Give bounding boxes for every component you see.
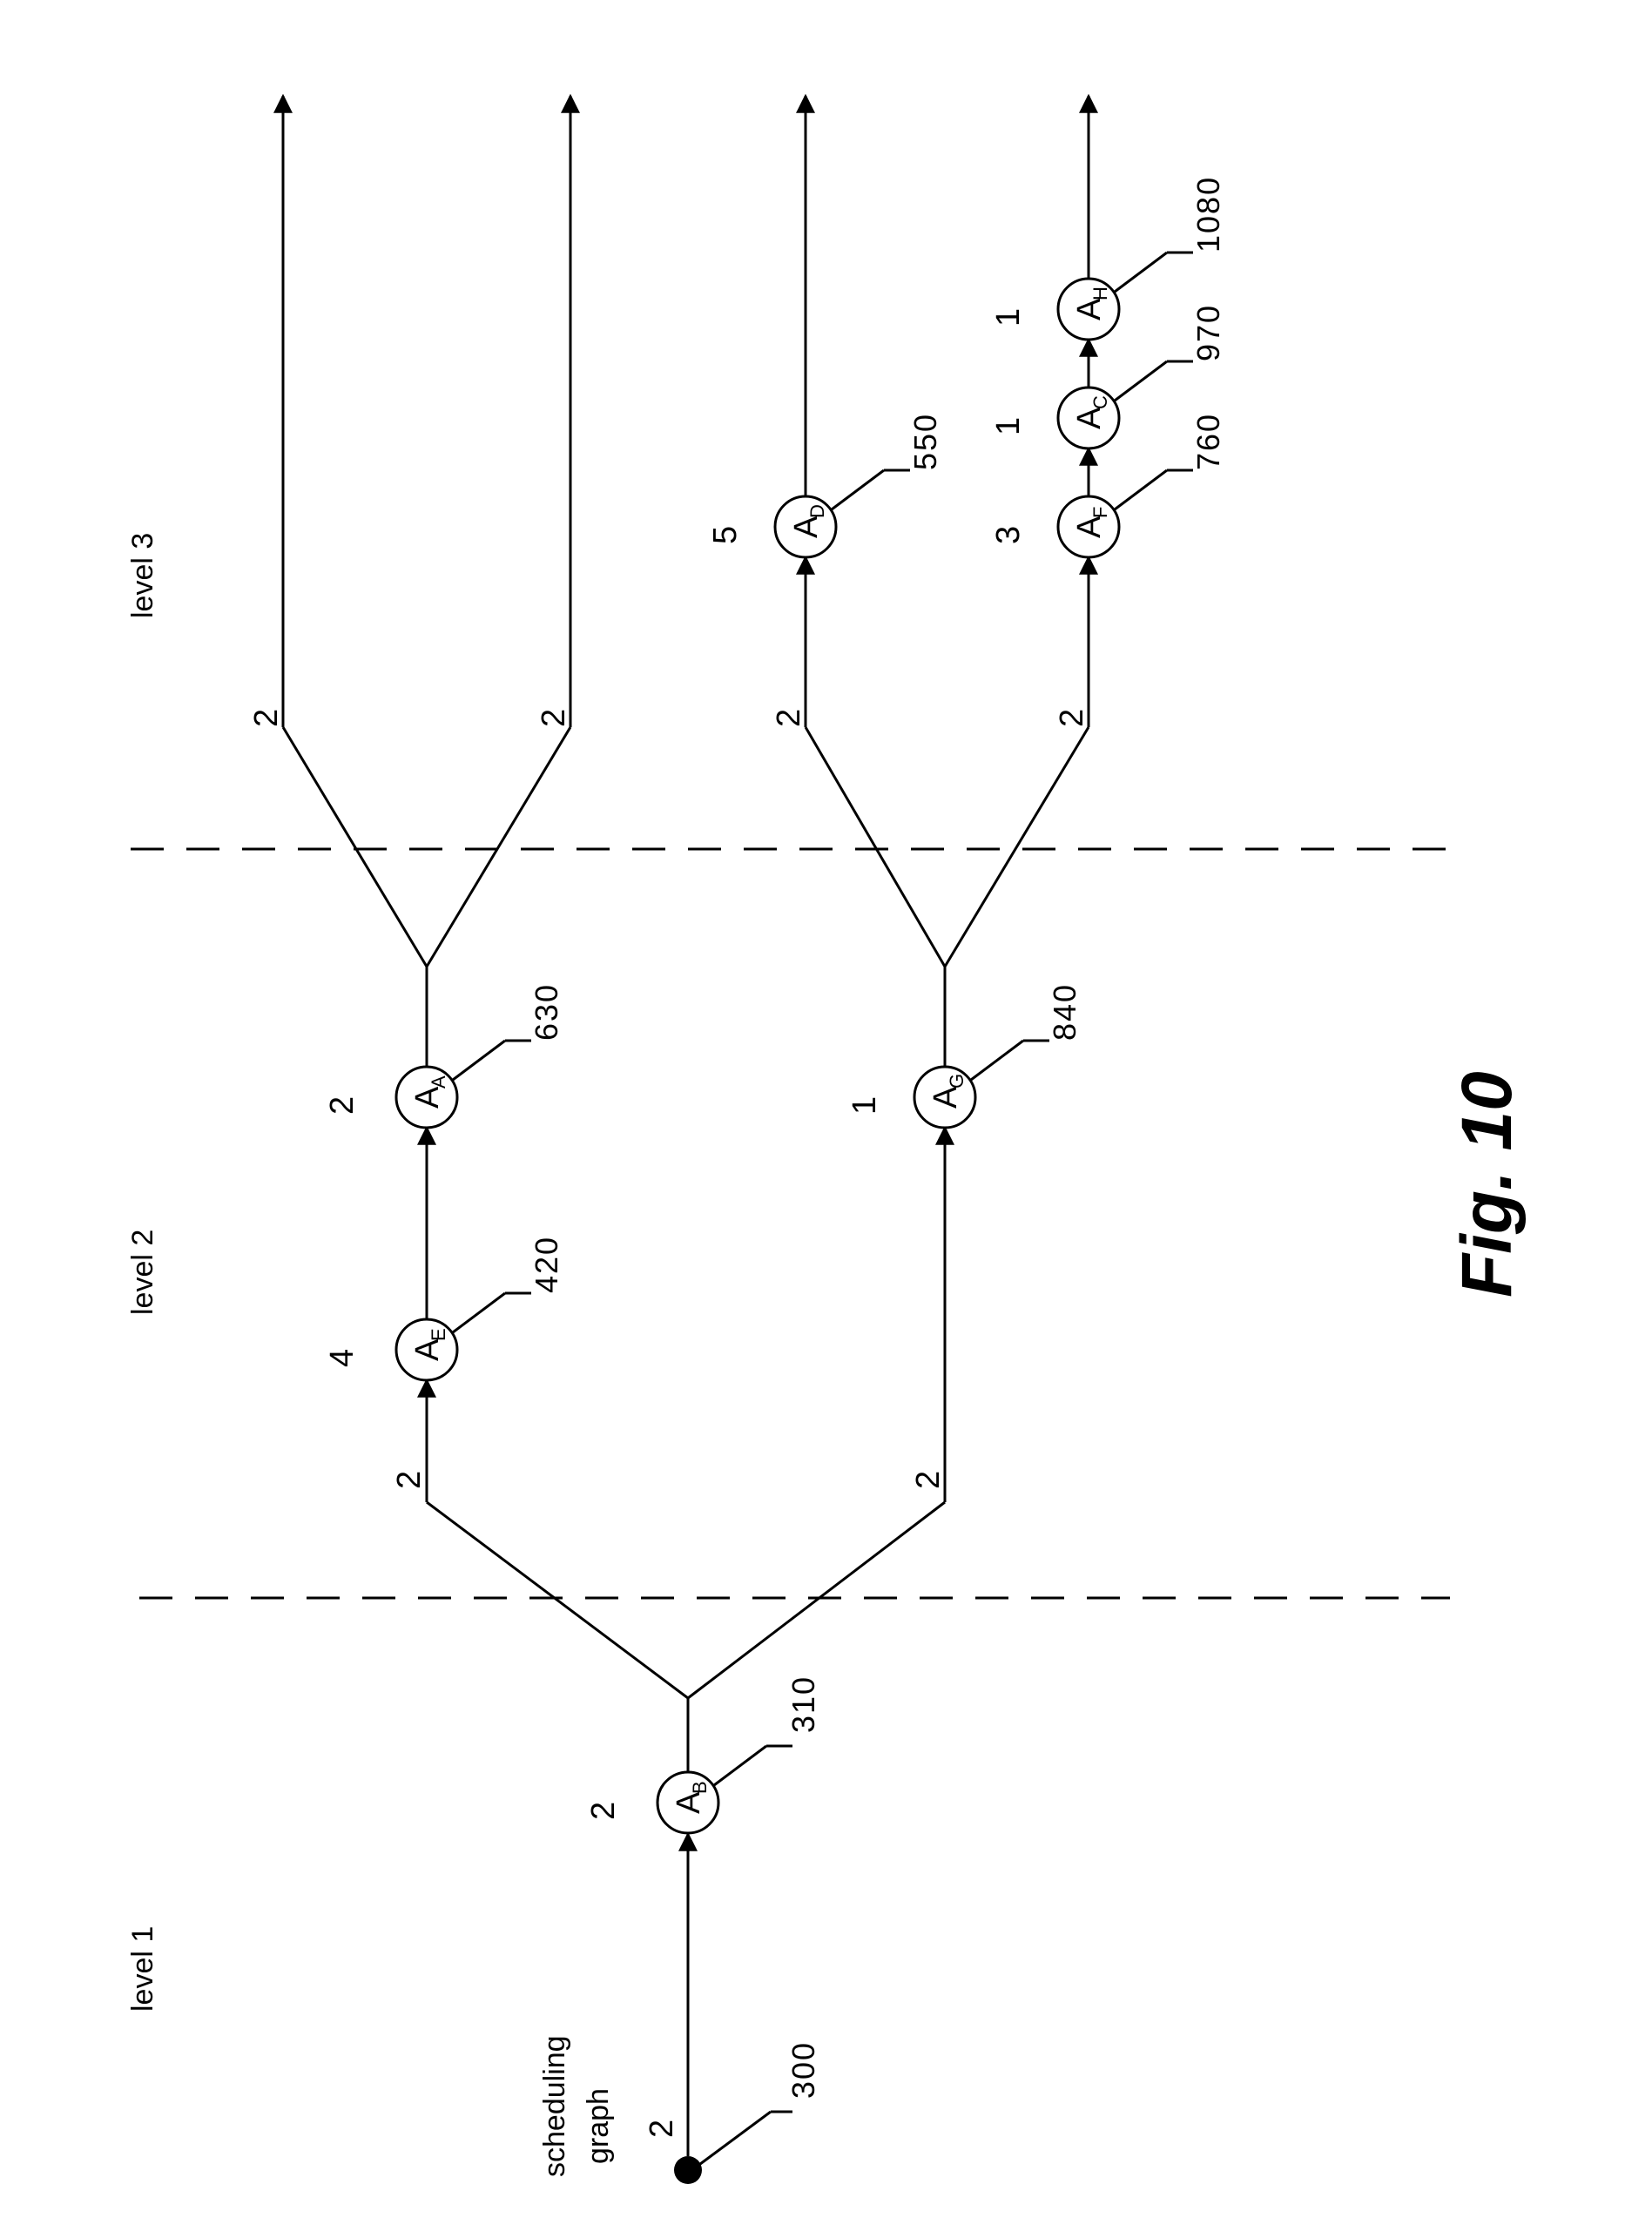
node-af: A F: [1058, 496, 1119, 557]
node-af-ref-number: 760: [1190, 413, 1226, 470]
node-ah: A H: [1058, 279, 1119, 340]
scheduling-graph-label-line1: scheduling: [538, 2035, 571, 2177]
edge-split3-lower-weight: 2: [1054, 709, 1090, 727]
edge-split2-lower: [427, 727, 570, 967]
node-ag-weight: 1: [846, 1096, 883, 1115]
node-ag-ref-leader: [971, 1041, 1023, 1080]
edge-split1-lower: [688, 1502, 945, 1698]
edge-split3-upper-weight: 2: [771, 709, 807, 727]
node-ad: A D: [775, 496, 836, 557]
node-ab-sub: B: [689, 1781, 711, 1794]
figure-label: Fig. 10: [1447, 1071, 1527, 1298]
node-aa-ref-number: 630: [529, 983, 564, 1041]
node-aa-sub: A: [428, 1075, 449, 1089]
node-ab: A B: [657, 1772, 718, 1833]
level-3-label: level 3: [126, 533, 159, 618]
node-ag-ref-number: 840: [1047, 983, 1082, 1041]
node-ad-weight: 5: [707, 526, 744, 544]
node-ah-weight: 1: [990, 308, 1027, 327]
node-ae-sub: E: [428, 1328, 449, 1341]
node-ac-weight: 1: [990, 417, 1027, 435]
node-af-weight: 3: [990, 526, 1027, 544]
edge-split3-lower: [945, 727, 1089, 967]
node-ag: A G: [914, 1067, 975, 1128]
node-ac-sub: C: [1089, 395, 1111, 409]
level-1-label: level 1: [126, 1926, 159, 2012]
graph-start-point: [674, 2156, 702, 2184]
node-ab-ref-leader: [714, 1746, 766, 1785]
node-ac-ref-number: 970: [1190, 304, 1226, 361]
node-ad-sub: D: [806, 504, 828, 518]
node-ab-weight: 2: [585, 1802, 622, 1820]
node-ae-ref-number: 420: [529, 1236, 564, 1293]
edge-split1-upper-weight: 2: [391, 1471, 428, 1489]
node-ae-ref-leader: [453, 1293, 505, 1332]
edge-split2-upper-weight: 2: [248, 709, 285, 727]
node-aa-ref-leader: [453, 1041, 505, 1080]
node-ae: A E: [396, 1319, 457, 1380]
node-ac: A C: [1058, 388, 1119, 448]
edge-split2-upper: [283, 727, 427, 967]
edge-split1-lower-weight: 2: [910, 1471, 947, 1489]
node-ad-ref-number: 550: [907, 413, 943, 470]
node-ah-ref-leader: [1115, 253, 1167, 292]
node-aa-weight: 2: [324, 1096, 361, 1115]
edge-split3-upper: [806, 727, 945, 967]
node-ah-ref-number: 1080: [1190, 176, 1226, 253]
node-ab-ref-number: 310: [786, 1675, 821, 1733]
node-af-sub: F: [1089, 507, 1111, 518]
node-ad-ref-leader: [832, 470, 884, 509]
edge-split1-upper: [427, 1502, 688, 1698]
node-ag-sub: G: [946, 1074, 968, 1089]
node-ae-weight: 4: [324, 1349, 361, 1367]
start-ref-leader: [697, 2112, 771, 2167]
edge-split2-lower-weight: 2: [536, 709, 572, 727]
node-aa: A A: [396, 1067, 457, 1128]
scheduling-graph-label-line2: graph: [582, 2088, 615, 2164]
start-ref-number: 300: [786, 2041, 821, 2099]
node-af-ref-leader: [1115, 470, 1167, 509]
node-ah-sub: H: [1089, 286, 1111, 300]
node-ac-ref-leader: [1115, 361, 1167, 401]
start-weight: 2: [644, 2120, 680, 2138]
level-2-label: level 2: [126, 1230, 159, 1315]
